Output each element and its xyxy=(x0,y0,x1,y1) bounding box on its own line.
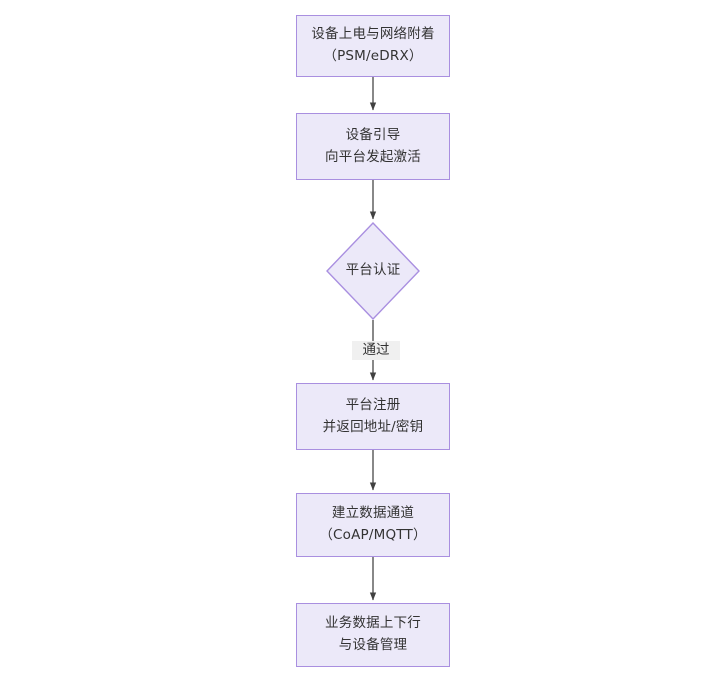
edge-label-auth-pass-text: 通过 xyxy=(362,342,390,358)
node-service-data-label: 业务数据上下行 与设备管理 xyxy=(325,615,421,653)
node-bootstrap[interactable]: 设备引导 向平台发起激活 xyxy=(296,113,450,180)
node-power-on[interactable]: 设备上电与网络附着 （PSM/eDRX） xyxy=(296,15,450,77)
node-power-on-label: 设备上电与网络附着 （PSM/eDRX） xyxy=(311,26,435,64)
node-platform-auth[interactable]: 平台认证 xyxy=(326,222,420,320)
node-service-data[interactable]: 业务数据上下行 与设备管理 xyxy=(296,603,450,667)
node-platform-register[interactable]: 平台注册 并返回地址/密钥 xyxy=(296,383,450,450)
node-data-channel-label: 建立数据通道 （CoAP/MQTT） xyxy=(319,505,427,543)
node-platform-auth-label: 平台认证 xyxy=(345,262,401,279)
node-bootstrap-label: 设备引导 向平台发起激活 xyxy=(325,126,421,165)
decision-diamond-shape xyxy=(326,222,420,320)
node-data-channel[interactable]: 建立数据通道 （CoAP/MQTT） xyxy=(296,493,450,557)
edge-label-auth-pass: 通过 xyxy=(352,341,400,360)
node-platform-register-label: 平台注册 并返回地址/密钥 xyxy=(322,396,424,435)
